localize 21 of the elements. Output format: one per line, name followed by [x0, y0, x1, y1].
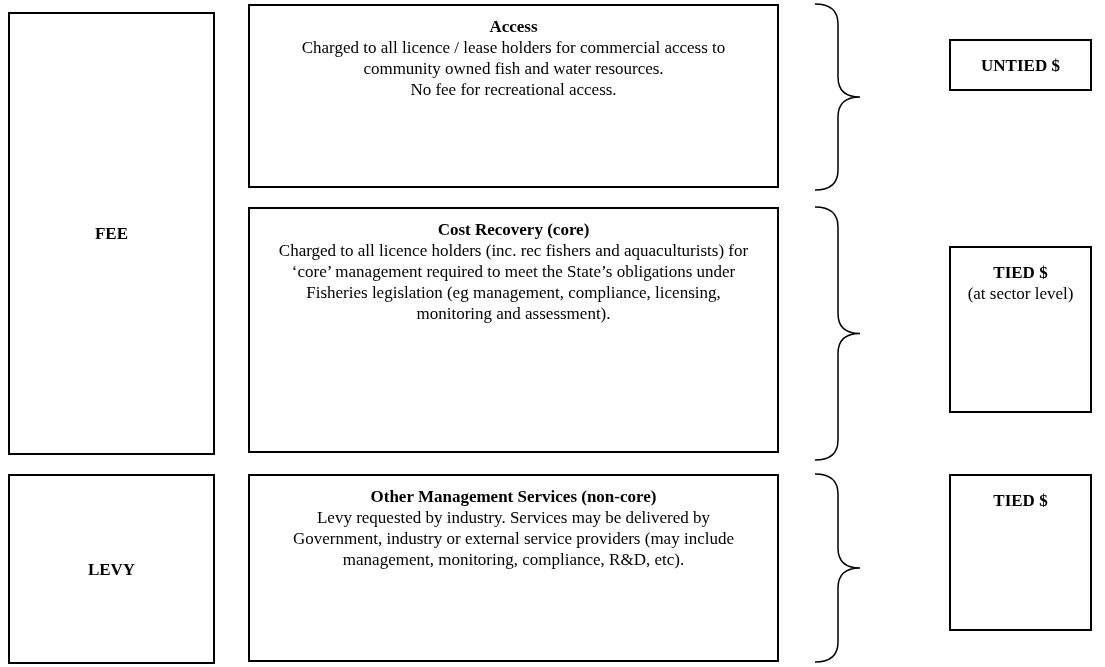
heading-text: TIED $ [993, 262, 1048, 283]
services-box [248, 474, 779, 662]
description-text: Charged to all licence / lease holders for commercial access to community owned fish and water resources. [300, 37, 727, 79]
heading-text: UNTIED $ [981, 54, 1060, 76]
levy-box [8, 474, 215, 664]
tied-box [949, 474, 1092, 631]
heading-text: FEE [94, 223, 129, 244]
description-text: Levy requested by industry. Services may be delivered by Government, industry or external service providers (may include management, monitoring, compliance, R&D, etc). [292, 507, 735, 570]
untied-box [949, 39, 1092, 91]
heading-text: Cost Recovery (core) [437, 219, 590, 240]
tied-box [949, 246, 1092, 413]
cost-recovery-box [248, 207, 779, 453]
access-box [248, 4, 779, 188]
heading-text: LEVY [87, 558, 136, 580]
heading-text: Other Management Services (non-core) [370, 486, 657, 507]
fee-box [8, 12, 215, 455]
description-text: No fee for recreational access. [410, 79, 617, 100]
heading-text: Access [489, 16, 538, 37]
description-text: Charged to all licence holders (inc. rec fishers and aquaculturists) for ‘core’ management required to meet the State’s obligations under Fisheries legislation (eg management, compliance, licensing, monitoring and assessment). [277, 240, 750, 324]
description-text: (at sector level) [967, 283, 1074, 304]
heading-text: TIED $ [993, 490, 1048, 511]
